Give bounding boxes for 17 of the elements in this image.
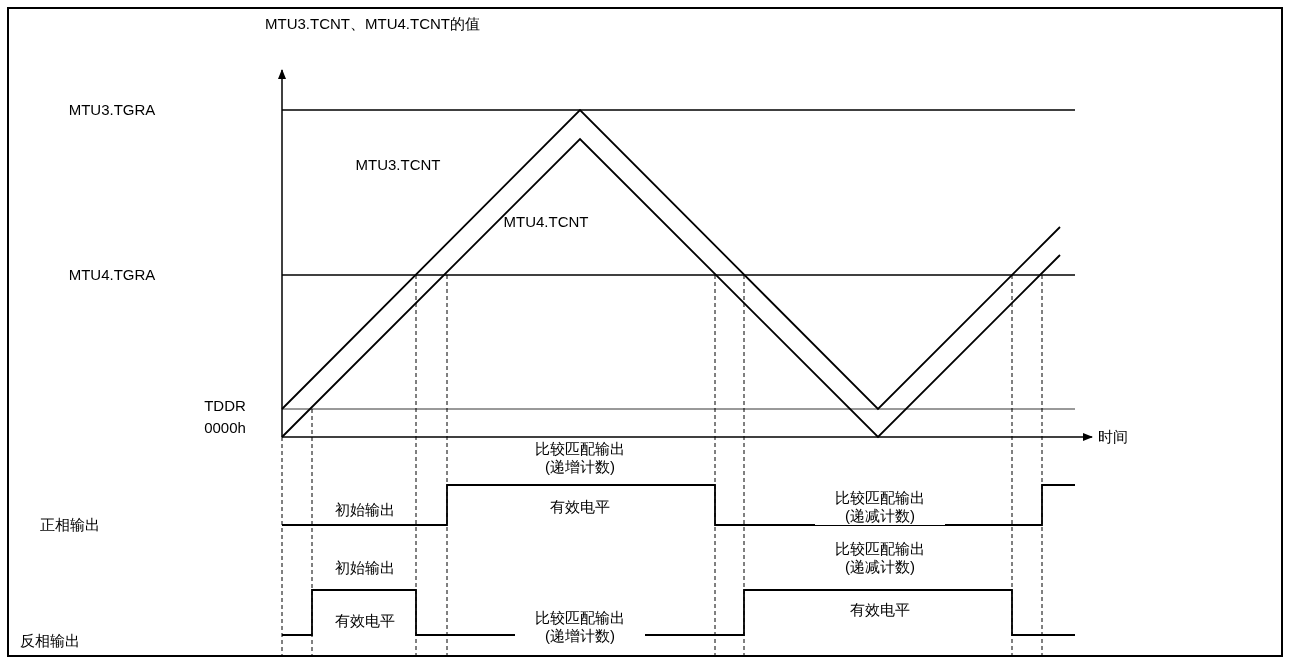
axis-label: 时间	[1098, 428, 1128, 446]
axis-title: MTU3.TCNT、MTU4.TCNT的值	[265, 15, 480, 33]
signal-label: 反相输出	[20, 632, 80, 650]
level-label: TDDR	[204, 397, 246, 415]
annotation: 初始输出	[335, 559, 395, 577]
annotation: 比较匹配输出 (递增计数)	[515, 609, 645, 645]
annotation: 初始输出	[335, 501, 395, 519]
level-label: 0000h	[204, 419, 246, 437]
curve-label: MTU3.TCNT	[355, 156, 441, 174]
level-label: MTU4.TGRA	[68, 266, 156, 284]
annotation: 有效电平	[550, 498, 610, 516]
annotation: 有效电平	[850, 601, 910, 619]
signal-label: 正相输出	[40, 516, 100, 534]
level-label: MTU3.TGRA	[68, 101, 156, 119]
curve-label: MTU4.TCNT	[503, 213, 589, 231]
annotation: 有效电平	[335, 612, 395, 630]
annotation: 比较匹配输出 (递减计数)	[815, 489, 945, 525]
